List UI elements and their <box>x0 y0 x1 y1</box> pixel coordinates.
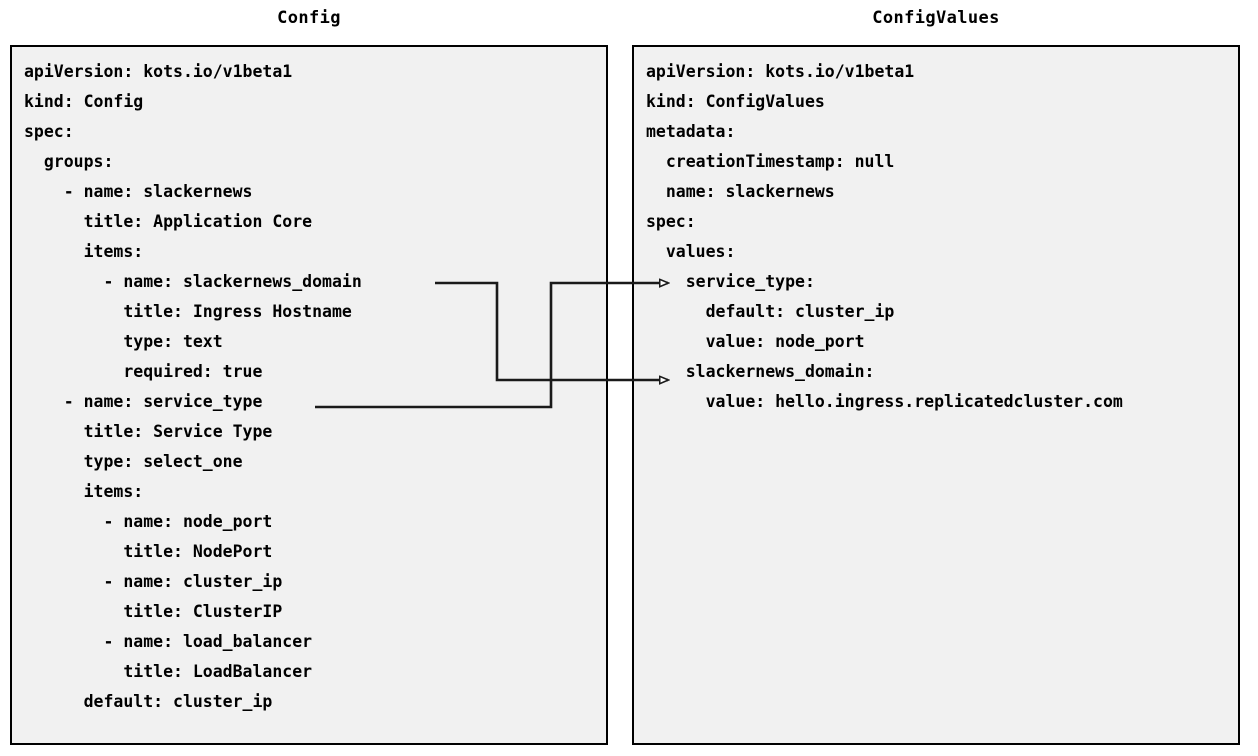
configvalues-yaml-line-8: default: cluster_ip <box>646 302 895 321</box>
configvalues-panel-title: ConfigValues <box>872 8 1000 28</box>
config-yaml-line-3: groups: <box>24 152 114 171</box>
config-yaml-line-13: type: select_one <box>24 452 243 471</box>
config-yaml-line-5: title: Application Core <box>24 212 313 231</box>
config-yaml-line-19: - name: load_balancer <box>24 632 313 651</box>
config-yaml-body: apiVersion: kots.io/v1beta1 kind: Config s… <box>24 57 602 717</box>
config-yaml-line-10: required: true <box>24 362 263 381</box>
config-yaml-panel: apiVersion: kots.io/v1beta1 kind: Config s… <box>10 45 608 745</box>
configvalues-yaml-line-3: creationTimestamp: null <box>646 152 895 171</box>
configvalues-yaml-line-7: service_type: <box>646 272 815 291</box>
configvalues-yaml-panel: apiVersion: kots.io/v1beta1 kind: ConfigV… <box>632 45 1240 745</box>
config-yaml-line-7: - name: slackernews_domain <box>24 272 362 291</box>
configvalues-yaml-line-0: apiVersion: kots.io/v1beta1 <box>646 62 915 81</box>
configvalues-yaml-line-10: slackernews_domain: <box>646 362 875 381</box>
config-panel-title: Config <box>277 8 341 28</box>
configvalues-yaml-line-9: value: node_port <box>646 332 865 351</box>
configvalues-yaml-body: apiVersion: kots.io/v1beta1 kind: ConfigV… <box>646 57 1234 417</box>
config-yaml-line-18: title: ClusterIP <box>24 602 283 621</box>
configvalues-yaml-line-6: values: <box>646 242 736 261</box>
config-yaml-line-15: - name: node_port <box>24 512 273 531</box>
config-yaml-line-1: kind: Config <box>24 92 144 111</box>
config-yaml-line-8: title: Ingress Hostname <box>24 302 352 321</box>
config-yaml-line-21: default: cluster_ip <box>24 692 273 711</box>
config-yaml-line-2: spec: <box>24 122 74 141</box>
config-yaml-line-6: items: <box>24 242 144 261</box>
config-yaml-line-17: - name: cluster_ip <box>24 572 283 591</box>
configvalues-yaml-line-1: kind: ConfigValues <box>646 92 825 111</box>
config-yaml-line-0: apiVersion: kots.io/v1beta1 <box>24 62 293 81</box>
config-yaml-line-4: - name: slackernews <box>24 182 253 201</box>
config-yaml-line-11: - name: service_type <box>24 392 263 411</box>
config-yaml-line-14: items: <box>24 482 144 501</box>
configvalues-yaml-line-4: name: slackernews <box>646 182 835 201</box>
config-yaml-line-20: title: LoadBalancer <box>24 662 313 681</box>
config-yaml-line-16: title: NodePort <box>24 542 273 561</box>
configvalues-yaml-line-11: value: hello.ingress.replicatedcluster.c… <box>646 392 1123 411</box>
config-yaml-line-9: type: text <box>24 332 223 351</box>
configvalues-yaml-line-2: metadata: <box>646 122 736 141</box>
config-yaml-line-12: title: Service Type <box>24 422 273 441</box>
configvalues-yaml-line-5: spec: <box>646 212 696 231</box>
